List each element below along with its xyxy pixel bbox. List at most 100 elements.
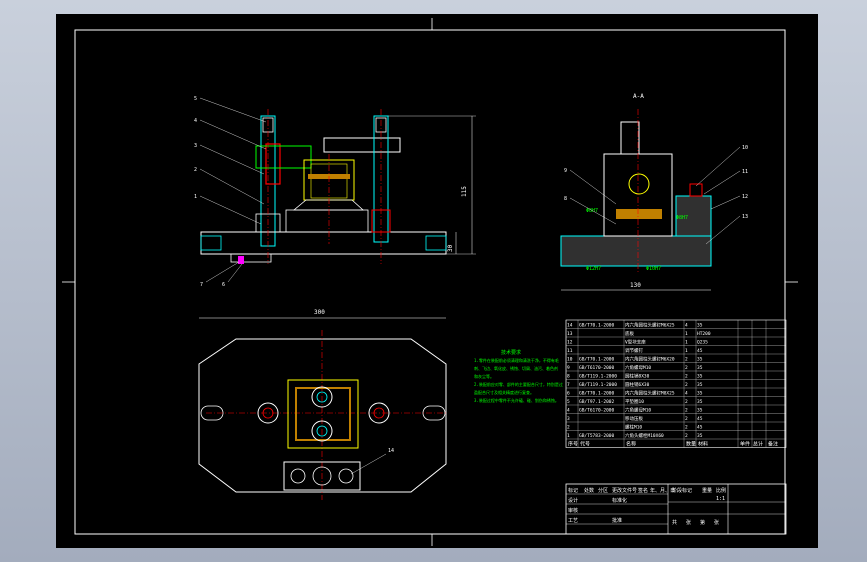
callout-2: 2 — [194, 167, 197, 173]
top-stud-right — [368, 402, 390, 424]
bom-cell: GB/T6170-2000 — [579, 365, 615, 371]
bom-cell: 7 — [567, 382, 570, 388]
base-slot-left — [200, 235, 222, 251]
bom-cell: 5 — [567, 399, 570, 405]
tech-line-1: 1.零件在装配前必须清理和清洗干净，不得有毛 — [474, 357, 559, 363]
bom-cell: 45 — [697, 416, 703, 422]
bom-cell: 移动压板 — [625, 415, 643, 422]
top-bolt-2 — [312, 466, 332, 486]
bom-cell: GB/T119.1-2000 — [579, 382, 617, 388]
sheet-border — [74, 29, 786, 535]
bom-cell: 1 — [685, 340, 688, 346]
bom-cell: GB/T70.1-2000 — [579, 323, 615, 329]
dim-base-height: 30 — [447, 244, 454, 252]
section-band — [616, 209, 662, 219]
section-view-aa[interactable]: A-A 130 Φ12H7 Φ10H7 Φ8H7 Φ8H7 9 8 10 11 … — [560, 93, 748, 291]
bom-cell: 圆柱销8X30 — [625, 373, 650, 380]
base-step — [230, 253, 272, 263]
tb-stage: 阶段标记 — [672, 487, 692, 494]
bom-cell: 45 — [697, 425, 703, 431]
tb-places: 处数 — [584, 487, 594, 494]
section-workpiece — [628, 173, 650, 195]
top-workpiece-2 — [311, 420, 333, 442]
bom-cell: 平垫圈10 — [625, 398, 644, 405]
top-view[interactable]: 300 14 — [198, 309, 447, 500]
callout-group-front: 5 4 3 2 1 7 6 — [194, 96, 267, 288]
top-base-outline — [198, 338, 447, 493]
adjust-screw — [689, 183, 703, 197]
top-workpiece-1 — [311, 386, 333, 408]
bom-cell: 14 — [567, 323, 573, 329]
bom-cell: 9 — [567, 365, 570, 371]
bom-cell: GB/T70.1-2000 — [579, 357, 615, 363]
bom-cell: 4 — [685, 323, 688, 329]
bom-cell: GB/T70.1-2000 — [579, 391, 615, 397]
dim-d1: Φ12H7 — [586, 266, 601, 272]
bom-header-cell: 备注 — [768, 441, 778, 448]
tb-mark: 标记 — [568, 487, 578, 494]
top-stud-left — [257, 402, 279, 424]
clamp-arm — [323, 137, 401, 153]
callout-10: 10 — [742, 145, 748, 151]
bom-cell: 35 — [697, 374, 703, 380]
bom-cell: 4 — [685, 391, 688, 397]
tech-line-2: 刺、飞边、氧化皮、锈蚀、切屑、油污、着色剂 — [474, 365, 558, 371]
bom-cell: 螺柱M10 — [625, 424, 642, 431]
bom-cell: 35 — [697, 433, 703, 439]
dim-d3: Φ8H7 — [586, 208, 598, 214]
bom-cell: GB/T5783-2000 — [579, 433, 615, 439]
bom-cell: 11 — [567, 348, 573, 354]
callout-11: 11 — [742, 169, 748, 175]
bom-cell: 6 — [567, 391, 570, 397]
top-front-block — [283, 461, 361, 491]
bom-cell: 1 — [685, 331, 688, 337]
tb-approve: 批准 — [612, 517, 622, 524]
bom-cell: Q235 — [697, 340, 708, 346]
dim-top-width: 300 — [314, 309, 325, 316]
tb-standard: 标准化 — [612, 497, 627, 504]
top-stud-right-inner — [373, 407, 385, 419]
bom-cell: GB/T97.1-2002 — [579, 399, 615, 405]
bom-cell: 2 — [685, 416, 688, 422]
callout-7: 7 — [200, 282, 203, 288]
tb-sign: 签名 — [638, 487, 648, 494]
bom-cell: 35 — [697, 357, 703, 363]
drawing-sheet: 115 30 5 4 3 2 1 7 6 A-A — [62, 18, 798, 546]
bom-cell: 2 — [685, 357, 688, 363]
callout-3: 3 — [194, 143, 197, 149]
title-block-frame — [565, 483, 787, 535]
tb-sheets-total: 共 — [672, 519, 677, 526]
front-view[interactable]: 115 30 5 4 3 2 1 7 6 — [194, 96, 476, 288]
stud-spring — [265, 143, 281, 185]
bom-header-cell: 材料 — [698, 441, 708, 448]
tb-scale: 比例 — [716, 487, 726, 494]
bom-cell: 2 — [685, 433, 688, 439]
top-bolt-1 — [290, 468, 306, 484]
bom-header-cell: 名称 — [626, 441, 636, 448]
top-stud-left-inner — [262, 407, 274, 419]
tech-line-6: 3.装配过程中零件不允许磕、碰、划伤和锈蚀。 — [474, 397, 559, 403]
tb-scale-value: 1:1 — [716, 496, 725, 502]
bom-cell: 1 — [567, 433, 570, 439]
title-block[interactable]: 标记 处数 分区 更改文件号 签名 年、月、日 设计 标准化 审核 工艺 批准 … — [565, 483, 787, 535]
tech-title: 技术要求 — [501, 349, 521, 356]
bom-cell: 4 — [567, 408, 570, 414]
callout-14: 14 — [388, 448, 394, 454]
section-base — [560, 235, 712, 267]
bom-cell: 45 — [697, 348, 703, 354]
bom-header-cell: 序号 — [568, 441, 578, 448]
tb-sheet-no: 第 — [700, 519, 705, 526]
top-vblock — [287, 379, 359, 449]
section-width: 130 — [630, 282, 641, 289]
cad-drawing-canvas[interactable]: 115 30 5 4 3 2 1 7 6 A-A — [56, 14, 818, 548]
top-workpiece-2-inner — [316, 425, 328, 437]
tb-date: 年、月、日 — [650, 487, 675, 494]
bom-cell: 内六角圆柱头螺钉M6X20 — [625, 356, 675, 363]
tb-sheets-unit2: 张 — [714, 519, 719, 526]
bom-cell: 圆柱销6X30 — [625, 381, 650, 388]
callout-6: 6 — [222, 282, 225, 288]
bom-cell: 2 — [685, 399, 688, 405]
bom-cell: 10 — [567, 357, 573, 363]
bom-cell: 35 — [697, 399, 703, 405]
